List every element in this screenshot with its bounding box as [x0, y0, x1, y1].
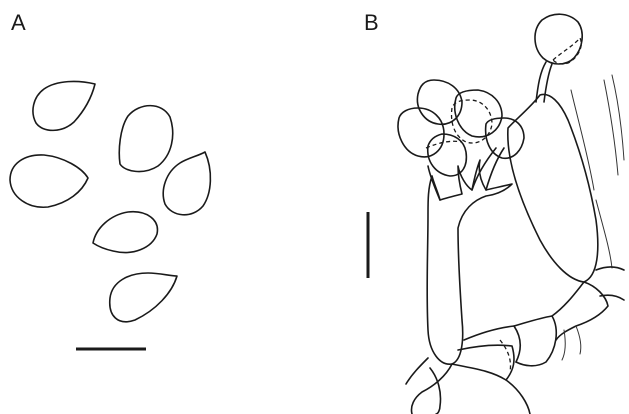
basidium-outline [427, 160, 512, 364]
spore-outline [33, 81, 95, 130]
spore-outline [110, 273, 177, 322]
attached-spore-outline [398, 108, 444, 157]
hypha-line [571, 90, 594, 190]
spore-outline [163, 152, 210, 215]
connecting-hypha-outline [576, 326, 581, 354]
basal-hypha-outline [452, 364, 530, 414]
panel-a-spores [10, 81, 210, 349]
basal-hypha-outline [464, 326, 520, 362]
spore-outline [119, 106, 172, 172]
spore-outline [93, 212, 157, 253]
connecting-hypha-outline [552, 282, 608, 340]
connecting-hypha-outline [596, 267, 624, 270]
spore-outline [10, 155, 88, 207]
basal-hypha-outline [458, 345, 514, 380]
attached-spore-outline [486, 118, 524, 158]
panel-b-structures [368, 14, 624, 414]
hypha-line [596, 200, 612, 268]
cystidium-outline [508, 94, 598, 282]
attached-spore-outline-dashed [553, 38, 581, 64]
hypha-line [612, 75, 624, 160]
attached-spore-outline-dashed [426, 141, 462, 148]
basal-hypha-outline [430, 368, 441, 414]
attached-spore-outline [535, 14, 582, 64]
basal-hypha-outline [406, 358, 428, 384]
attached-spore-outline [455, 90, 502, 137]
